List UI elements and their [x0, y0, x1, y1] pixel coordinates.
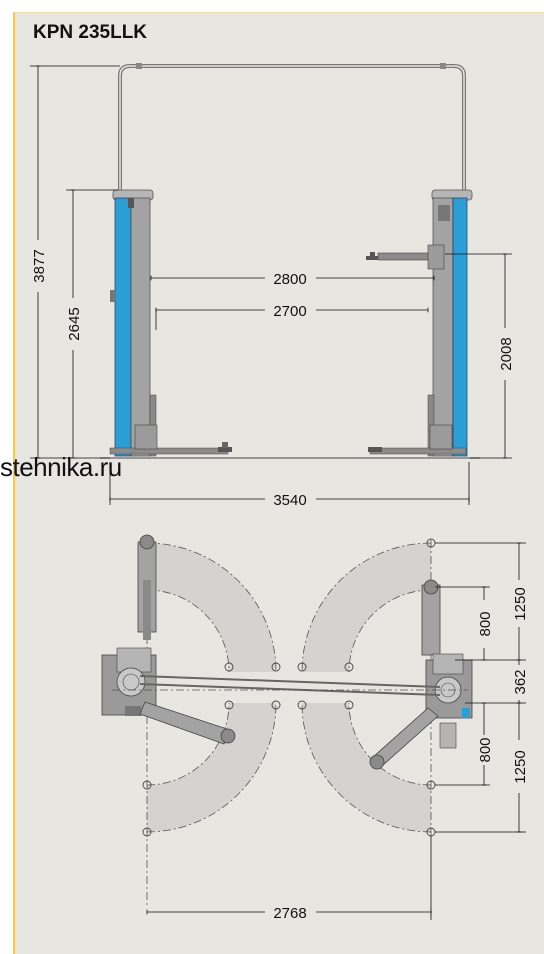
dim-plan-rear-arm: 800	[477, 737, 494, 762]
elevation-dimensions	[30, 65, 512, 505]
dim-width-between-columns: 2800	[273, 271, 306, 288]
left-plan-lift	[101, 534, 236, 745]
plan-view	[101, 534, 473, 906]
overhead-beam	[118, 64, 466, 193]
drawing-panel	[13, 12, 544, 954]
right-column	[366, 189, 473, 457]
right-plan-lift	[369, 579, 473, 770]
dim-plan-rear-depth: 1250	[512, 750, 529, 783]
dim-plan-front-arm: 800	[477, 611, 494, 636]
dim-plan-offset: 362	[512, 669, 529, 694]
dim-column-height: 2645	[66, 307, 83, 340]
watermark-text: stehnika.ru	[0, 452, 122, 482]
dim-arm-span: 2768	[273, 905, 306, 922]
dim-clear-width: 2700	[273, 303, 306, 320]
left-swing-area	[147, 543, 276, 672]
elevation-dimension-labels: 3877 2645 2008 2800 2700 3540	[31, 249, 515, 509]
dim-plan-front-depth: 1250	[512, 587, 529, 620]
right-swing-area	[302, 543, 431, 672]
dim-overall-width: 3540	[273, 492, 306, 509]
left-column	[109, 189, 232, 457]
plan-dimension-labels: 1250 800 362 800 1250 2768	[273, 587, 529, 922]
model-title: KPN 235LLK	[33, 22, 148, 43]
dim-lift-height: 2008	[498, 337, 515, 370]
plan-dimensions	[146, 542, 526, 920]
front-elevation	[100, 63, 480, 459]
dim-total-height: 3877	[31, 249, 48, 282]
